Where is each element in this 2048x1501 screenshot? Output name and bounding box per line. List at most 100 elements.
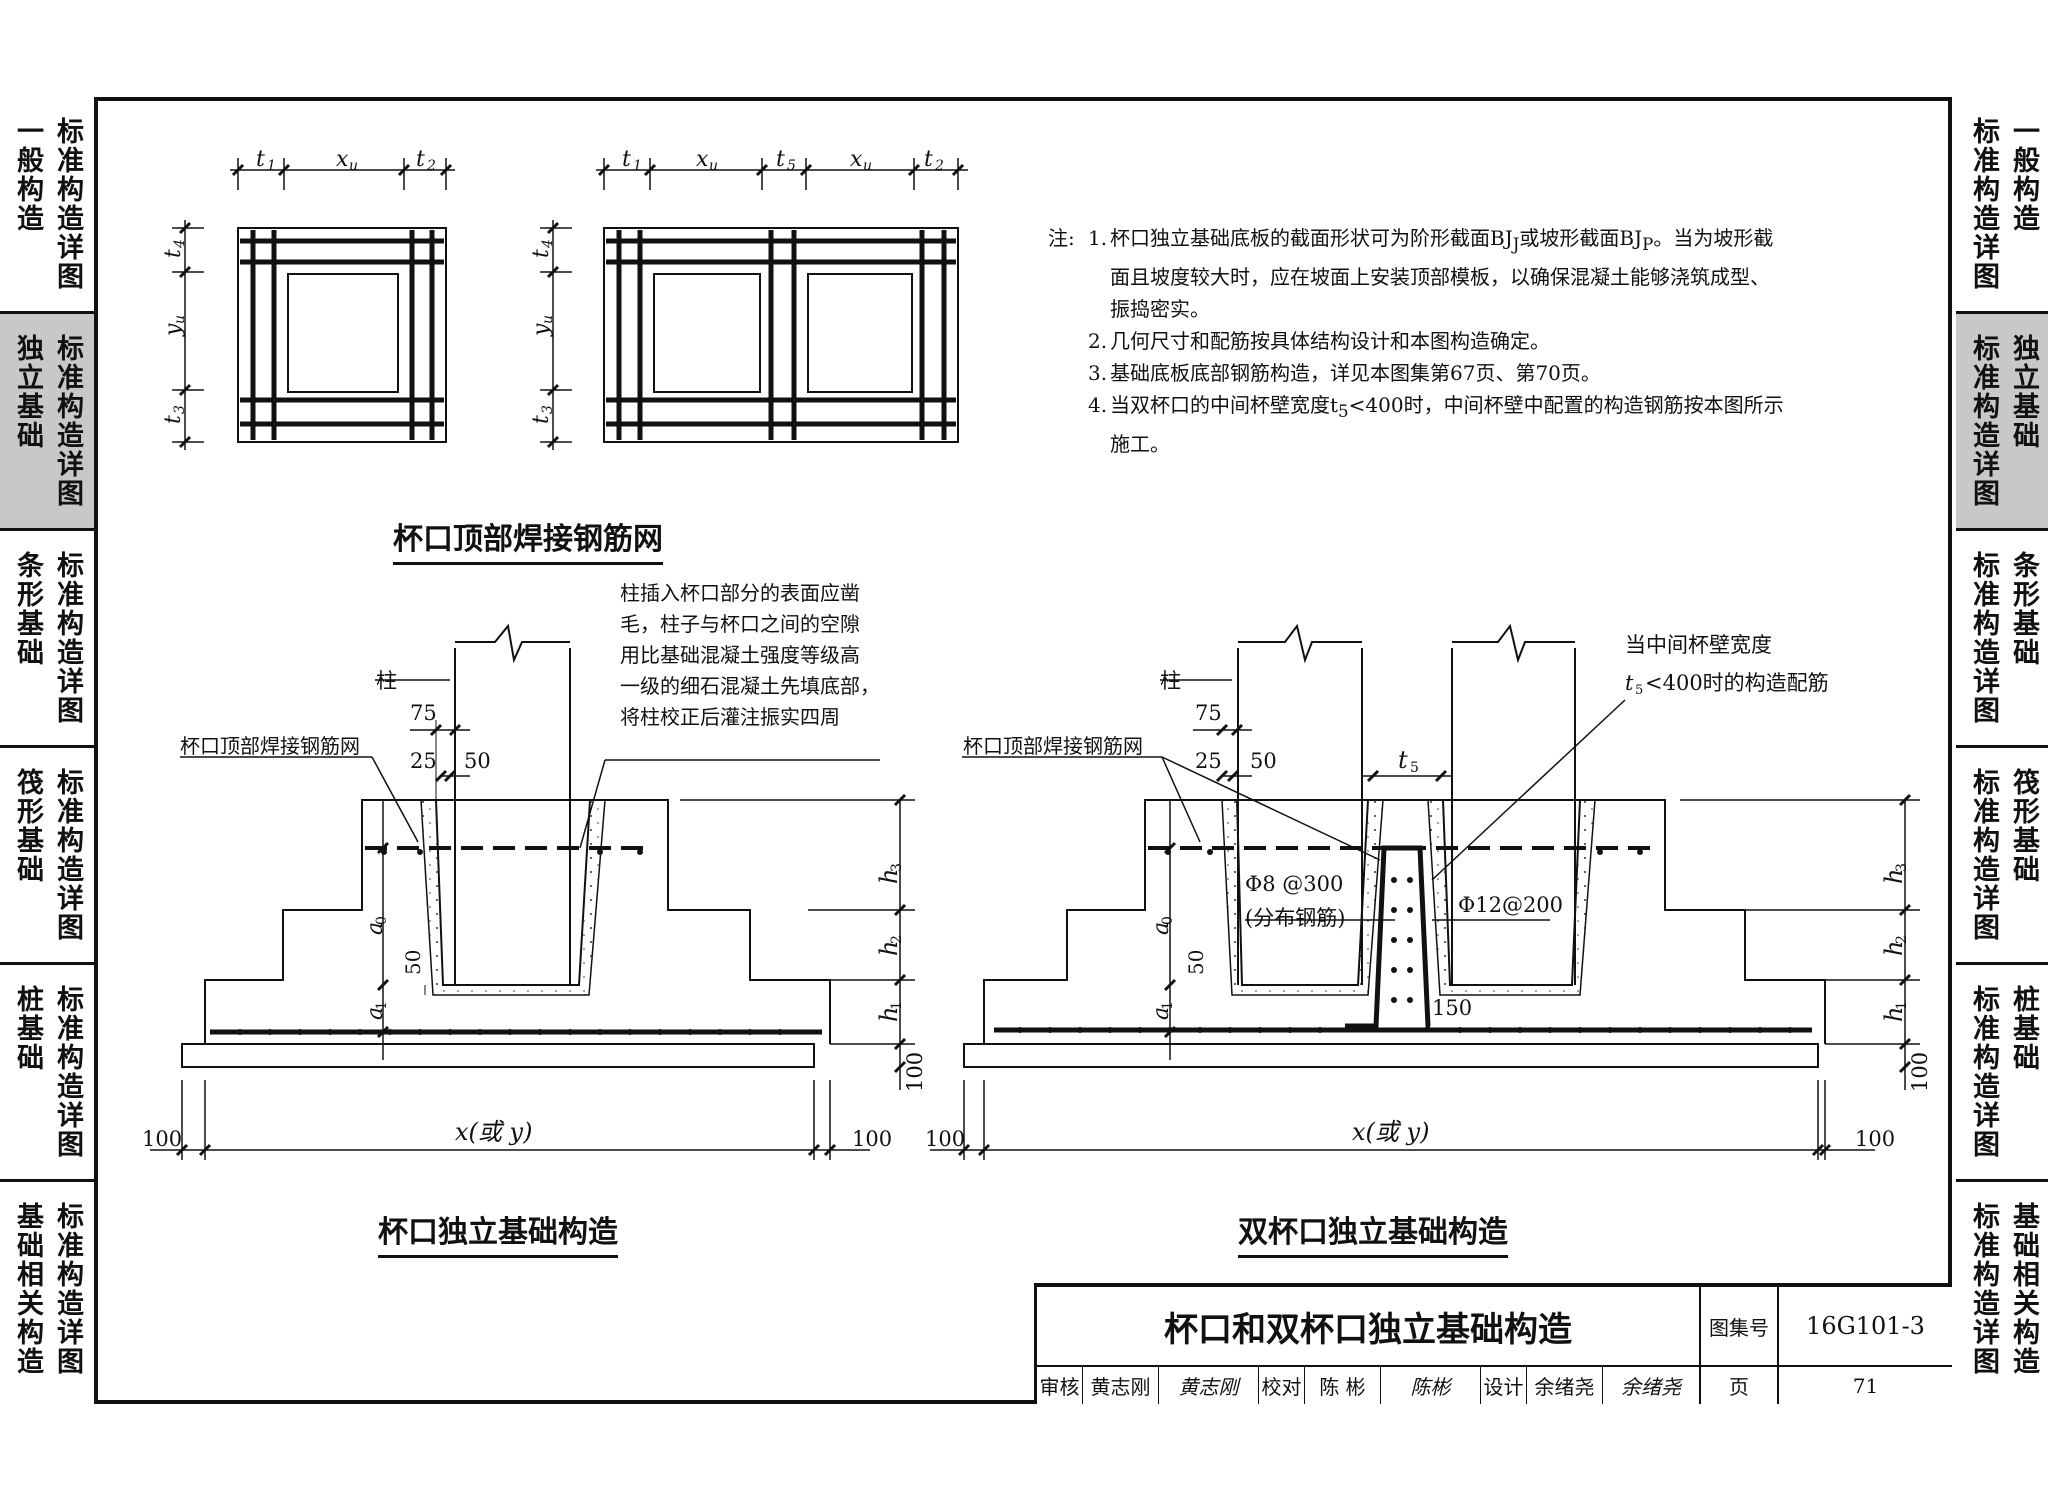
column-note-line: 用比基础混凝土强度等级高 [620, 643, 860, 667]
right-tab-sub: 标准构造详图 [1968, 117, 1999, 291]
right-tab-sub: 标准构造详图 [1968, 334, 1999, 508]
right-tab-label: 独立基础 [2008, 334, 2039, 450]
note-number: 2. [1088, 329, 1108, 353]
column-note-line: 一级的细石混凝土先填底部， [620, 674, 880, 698]
title-block-page-label: 页 [1701, 1367, 1779, 1404]
label-100-right-1: 100 [852, 1127, 892, 1151]
right-tab-general[interactable]: 标准构造详图 一般构造 [1956, 97, 2048, 314]
label-100-vert-1: 100 [903, 1052, 927, 1092]
dim-xu-sub: u [349, 158, 358, 174]
label-h3s-2: 3 [1894, 863, 1910, 872]
label-50-vert-2: 50 [1184, 950, 1208, 975]
right-tab-sub: 标准构造详图 [1968, 768, 1999, 942]
title-block-design-label: 设计 [1481, 1367, 1527, 1404]
dim2-xu: x [696, 147, 709, 172]
label-rebar1b: (分布钢筋) [1245, 906, 1345, 930]
dim2-t3-sub: 3 [540, 405, 556, 414]
left-tab-sub: 标准构造详图 [52, 334, 83, 508]
label-t5-sub: 5 [1410, 760, 1419, 776]
left-tab-isolated[interactable]: 独立基础 标准构造详图 [0, 314, 94, 531]
title-block-checker: 陈 彬 [1305, 1367, 1381, 1404]
dim-t4-sub: 4 [172, 239, 188, 249]
dim2-t1: t [622, 147, 631, 172]
label-100-left-1: 100 [142, 1127, 182, 1151]
left-tab-pile[interactable]: 桩基础 标准构造详图 [0, 965, 94, 1182]
note-text-1a: 杯口独立基础底板的截面形状可为阶形截面BJ [1110, 226, 1513, 250]
title-block-reviewer: 黄志刚 [1083, 1367, 1159, 1404]
label-xy-2: x(或 y) [1352, 1118, 1429, 1146]
section-single-cup [150, 623, 915, 1160]
label-column-1: 柱 [376, 669, 397, 693]
right-tab-label: 一般构造 [2008, 117, 2039, 233]
section-labels: 柱 75 25 50 100 100 x(或 y) 100 50 a 0 a 1… [142, 633, 1932, 1151]
section-double-dots [1017, 849, 1793, 1033]
dim2-t3: t [529, 415, 554, 424]
label-a1-2: a [1149, 1007, 1174, 1020]
label-75-1: 75 [410, 701, 437, 725]
dim2-t4-sub: 4 [540, 239, 556, 249]
dim2-t5-sub: 5 [787, 158, 796, 174]
dim2-xu2: x [850, 147, 863, 172]
label-150: 150 [1432, 996, 1472, 1020]
label-h2-2: h [1880, 941, 1908, 956]
label-mesh-1: 杯口顶部焊接钢筋网 [180, 734, 360, 758]
dim-t3-sub: 3 [172, 405, 188, 414]
title-single-cup: 杯口独立基础构造 [378, 1207, 618, 1258]
left-tab-strip[interactable]: 条形基础 标准构造详图 [0, 531, 94, 748]
plan-double-cup [540, 158, 968, 450]
right-tab-sub: 标准构造详图 [1968, 1202, 1999, 1376]
right-tab-label: 条形基础 [2008, 551, 2039, 667]
label-100-vert-2: 100 [1908, 1052, 1932, 1092]
notes-block: 注: 1. 杯口独立基础底板的截面形状可为阶形截面BJJ或坡形截面BJP。当为坡… [1048, 222, 1908, 460]
note-text-4a: 当双杯口的中间杯壁宽度t [1110, 393, 1339, 417]
left-tab-sub: 标准构造详图 [52, 985, 83, 1159]
label-a1s-1: 1 [374, 1001, 390, 1010]
note-text-1c: 。当为坡形截 [1653, 226, 1774, 250]
right-tab-raft[interactable]: 标准构造详图 筏形基础 [1956, 748, 2048, 965]
left-tab-general[interactable]: 一般构造 标准构造详图 [0, 97, 94, 314]
column-note-line: 将柱校正后灌注振实四周 [620, 705, 840, 729]
right-tab-strip[interactable]: 标准构造详图 条形基础 [1956, 531, 2048, 748]
label-column-2: 柱 [1160, 669, 1181, 693]
label-rebar1: Φ8 @300 [1245, 872, 1343, 896]
title-block-review-label: 审核 [1037, 1367, 1083, 1404]
title-block-page-no: 71 [1852, 1373, 1879, 1398]
label-a0s-2: 0 [1160, 916, 1176, 925]
left-tab-raft[interactable]: 筏形基础 标准构造详图 [0, 748, 94, 965]
dim2-t1-sub: 1 [633, 158, 642, 174]
dim2-yu-sub: u [540, 315, 556, 324]
column-note-line: 柱插入杯口部分的表面应凿 [620, 581, 860, 605]
label-h3-2: h [1880, 869, 1908, 884]
note-number: 1. [1088, 226, 1108, 250]
label-midwall-sub: 5 [1635, 683, 1643, 698]
label-rebar2: Φ12@200 [1458, 893, 1563, 917]
left-tab-sub: 标准构造详图 [52, 1202, 83, 1376]
section-double-cup [930, 623, 1920, 1160]
right-tab-sub: 标准构造详图 [1968, 551, 1999, 725]
right-tab-related[interactable]: 标准构造详图 基础相关构造 [1956, 1182, 2048, 1404]
left-tab-sub: 标准构造详图 [52, 768, 83, 942]
title-block-designer: 余绪尧 [1527, 1367, 1603, 1404]
right-tab-pile[interactable]: 标准构造详图 桩基础 [1956, 965, 2048, 1182]
label-100-right-2: 100 [1855, 1127, 1895, 1151]
title-top-mesh: 杯口顶部焊接钢筋网 [393, 514, 663, 565]
left-tab-related[interactable]: 基础相关构造 标准构造详图 [0, 1182, 94, 1404]
title-block-designer-signature: 余绪尧 [1603, 1367, 1701, 1404]
label-25-2: 25 [1195, 749, 1222, 773]
right-tab-column: 标准构造详图 一般构造 标准构造详图 独立基础 标准构造详图 条形基础 标准构造… [1956, 97, 2048, 1404]
label-h1s-2: 1 [1894, 1001, 1910, 1010]
label-h1-2: h [1880, 1007, 1908, 1022]
label-midwall-t: t [1625, 671, 1634, 695]
title-block-check-label: 校对 [1259, 1367, 1305, 1404]
label-50-vert-1: 50 [401, 950, 425, 975]
dim2-t2: t [924, 147, 933, 172]
left-tab-label: 筏形基础 [12, 768, 43, 884]
label-t5: t [1398, 746, 1408, 774]
label-a0-2: a [1149, 922, 1174, 935]
label-a1-1: a [363, 1007, 388, 1020]
label-100-left-2: 100 [925, 1127, 965, 1151]
left-tab-label: 桩基础 [12, 985, 43, 1072]
right-tab-isolated[interactable]: 标准构造详图 独立基础 [1956, 314, 2048, 531]
plan-single-cup [172, 158, 455, 450]
label-h3-1: h [875, 869, 903, 884]
